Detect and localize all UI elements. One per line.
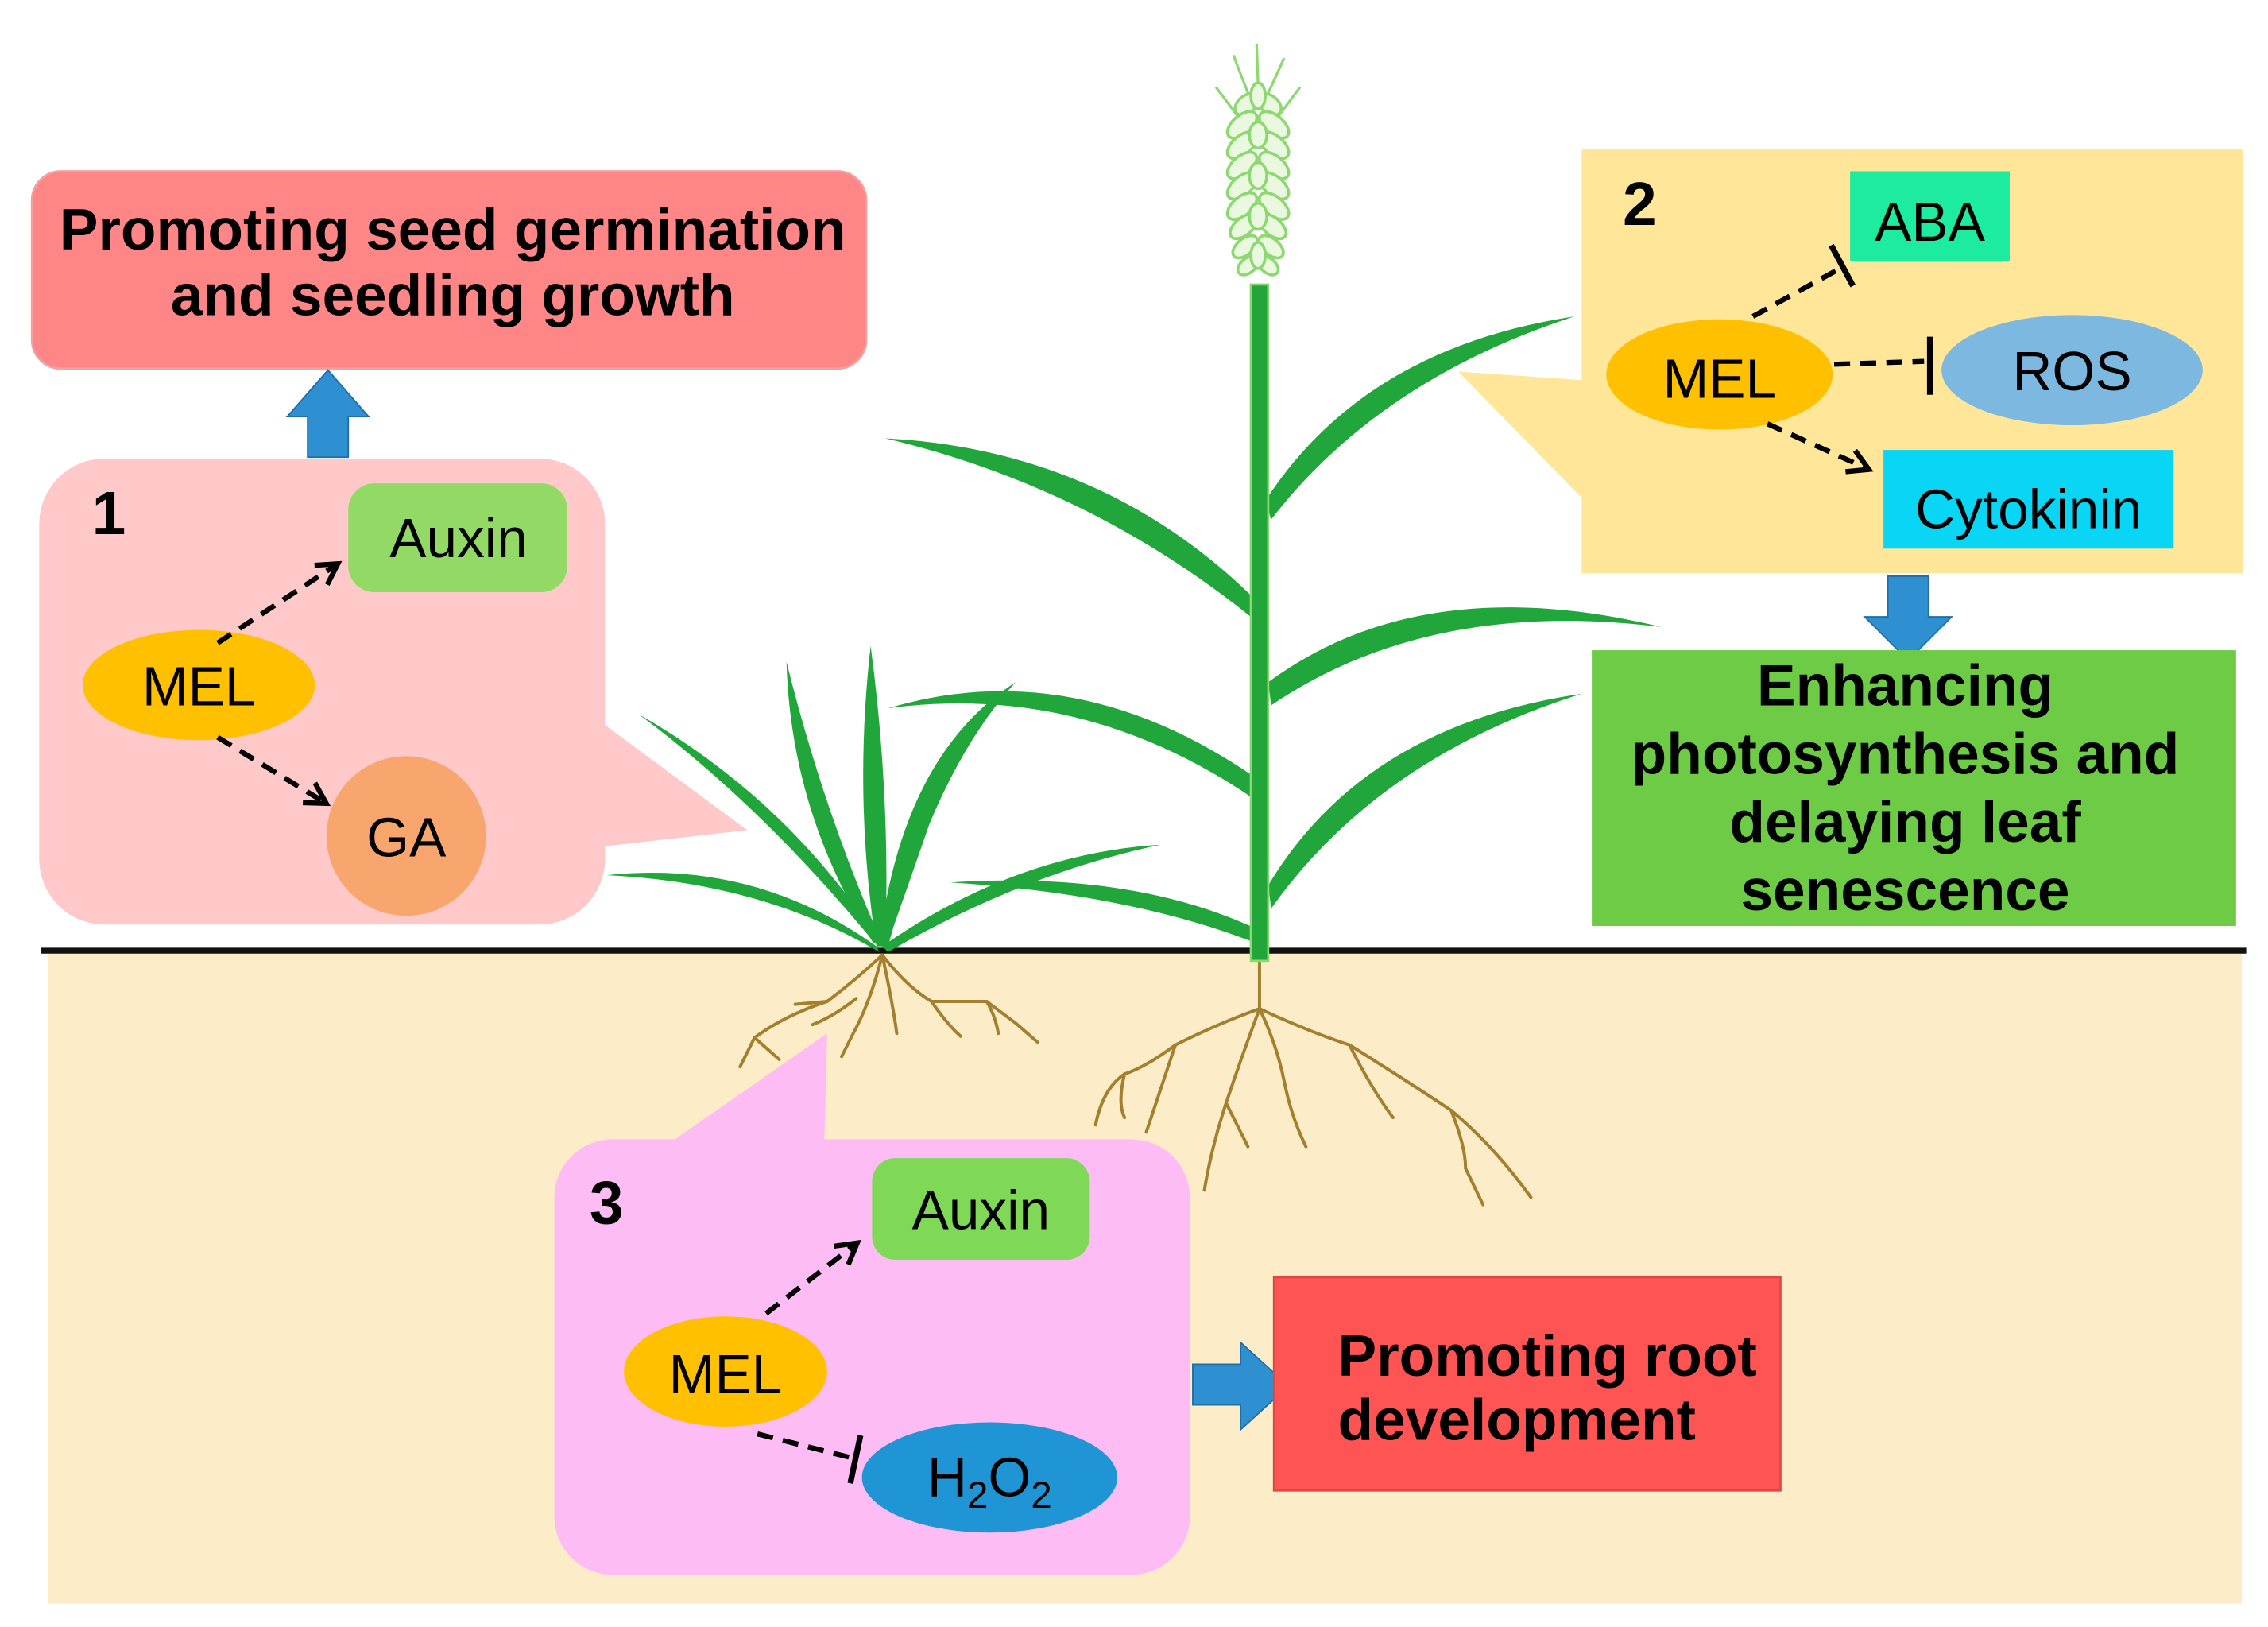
wheat-leaf <box>950 880 1257 943</box>
wheat-root <box>1348 1043 1395 1120</box>
outcome-leaf-photosynthesis: Enhancing photosynthesis and delaying le… <box>1592 650 2236 927</box>
wheat-root <box>1257 1007 1468 1170</box>
panel-1-number: 1 <box>92 480 126 548</box>
outcome-root-line-1: Promoting root <box>1338 1324 1757 1389</box>
panel-3-h2o2-node <box>861 1422 1118 1533</box>
panel-1-promote-ga-arrow <box>216 734 331 807</box>
wheat-root <box>1144 1043 1178 1134</box>
panel-1-seedling-pathway: 1 Auxin MEL GA <box>39 459 748 925</box>
panel-3-inhibit-h2o2-bar <box>847 1435 864 1484</box>
wheat-root <box>1224 1101 1250 1149</box>
up-arrow-icon <box>285 369 370 459</box>
panel-1-mel-node <box>83 629 315 741</box>
seedling-root <box>811 997 858 1027</box>
panel-3-number: 3 <box>590 1169 624 1237</box>
h2o2-o: O <box>988 1447 1031 1509</box>
seedling-root <box>880 953 899 1036</box>
right-arrow-icon <box>1192 1341 1290 1431</box>
wheat-spikelet <box>1248 161 1268 191</box>
wheat-root <box>1119 1072 1127 1120</box>
panel-2-cytokinin-node <box>1883 450 2174 549</box>
wheat-root <box>1257 1007 1308 1149</box>
outcome-seed-germination: Promoting seed germination and seedling … <box>30 170 868 370</box>
seedling-root <box>738 999 829 1069</box>
down-arrow-icon <box>1863 575 1954 662</box>
seedling-root <box>930 999 962 1038</box>
panel-2-ros-label: ROS <box>2012 340 2131 402</box>
panel-3-auxin-node <box>872 1158 1090 1260</box>
panel-3-root-pathway: 3 Auxin MEL H2O2 <box>554 1033 1190 1575</box>
panel-3-promote-auxin-arrow <box>764 1239 861 1316</box>
panel-3-mel-label: MEL <box>669 1343 783 1405</box>
wheat-ear <box>1214 43 1302 277</box>
h2o2-subscript-1: 2 <box>967 1474 988 1517</box>
panel-2-inhibit-ros-line <box>1833 358 1925 367</box>
panel-3-h2o2-label: H2O2 <box>927 1447 1052 1517</box>
panel-1-auxin-label: Auxin <box>389 507 528 569</box>
wheat-leaf <box>1268 693 1582 909</box>
panel-2-cytokinin-label: Cytokinin <box>1915 478 2142 540</box>
panel-1-ga-node <box>326 756 486 916</box>
panel-2-inhibit-aba-bar <box>1829 243 1856 288</box>
seedling-leaf <box>880 733 961 947</box>
panel-2-inhibit-aba-line <box>1751 266 1841 319</box>
wheat-awn <box>1267 57 1286 94</box>
wheat-root <box>1093 1007 1261 1127</box>
panel-2-number: 2 <box>1623 171 1657 238</box>
panel-1-mel-label: MEL <box>142 655 256 717</box>
seedling-root <box>985 999 1000 1036</box>
wheat-root <box>1449 1108 1533 1199</box>
panel-2-aba-node <box>1850 171 2010 261</box>
wheat-spikelet <box>1248 201 1268 231</box>
seedling-leaf <box>863 645 887 947</box>
plants <box>606 43 1662 1207</box>
seedling-root <box>753 1036 781 1062</box>
leaves <box>606 316 1662 952</box>
panel-2-mel-node <box>1606 319 1833 430</box>
panel-1-ga-label: GA <box>366 806 447 868</box>
h2o2-subscript-2: 2 <box>1031 1474 1051 1517</box>
panel-2-leaf-pathway: 2 ABA MEL ROS Cytokinin <box>1458 149 2243 574</box>
wheat-root <box>1464 1166 1485 1207</box>
wheat-awn <box>1232 54 1249 94</box>
h2o2-h: H <box>927 1447 967 1509</box>
panel-1-promote-auxin-arrow <box>216 560 343 645</box>
wheat-awn <box>1255 43 1260 85</box>
seedling-leaf <box>606 872 880 952</box>
wheat-leaf <box>1268 607 1662 706</box>
panel-1-auxin-node <box>348 483 567 593</box>
panel-3-mel-node <box>624 1316 827 1427</box>
outcome-leaf-box <box>1592 650 2236 927</box>
outcome-seed-line-1: Promoting seed germination <box>60 198 846 262</box>
panel-3-auxin-label: Auxin <box>912 1180 1051 1242</box>
panel-3-inhibit-h2o2-line <box>757 1431 850 1460</box>
panel-2-promote-cytokinin-arrow <box>1766 421 1874 475</box>
wheat-spikelet <box>1249 241 1268 270</box>
seedling-root <box>840 953 884 1059</box>
seedling-root <box>880 953 1039 1044</box>
panel-1-callout-pointer <box>580 707 748 850</box>
panel-2-aba-label: ABA <box>1875 191 1986 253</box>
wheat-spikelet <box>1249 81 1268 110</box>
panel-2-callout-pointer <box>1458 371 1585 502</box>
wheat-stem <box>1249 283 1270 963</box>
outcome-seed-line-2: and seedling growth <box>171 263 735 327</box>
outcome-root-line-2: development <box>1338 1388 1696 1452</box>
roots <box>738 953 1533 1207</box>
outcome-leaf-line-1: Enhancing <box>1757 653 2053 718</box>
outcome-root-box <box>1272 1276 1782 1492</box>
outcome-leaf-line-2: photosynthesis and <box>1631 722 2180 786</box>
outcome-leaf-line-3: delaying leaf <box>1729 790 2081 854</box>
outcome-leaf-line-4: senescence <box>1740 858 2069 923</box>
wheat-leaf <box>888 691 1254 797</box>
outcome-root-development: Promoting root development <box>1272 1276 1782 1492</box>
wheat-leaf <box>884 438 1254 618</box>
panel-2-mel-label: MEL <box>1662 347 1776 409</box>
outcome-seed-box <box>30 170 868 370</box>
wheat-spikelet <box>1248 120 1268 150</box>
panel-2-ros-node <box>1941 315 2203 426</box>
